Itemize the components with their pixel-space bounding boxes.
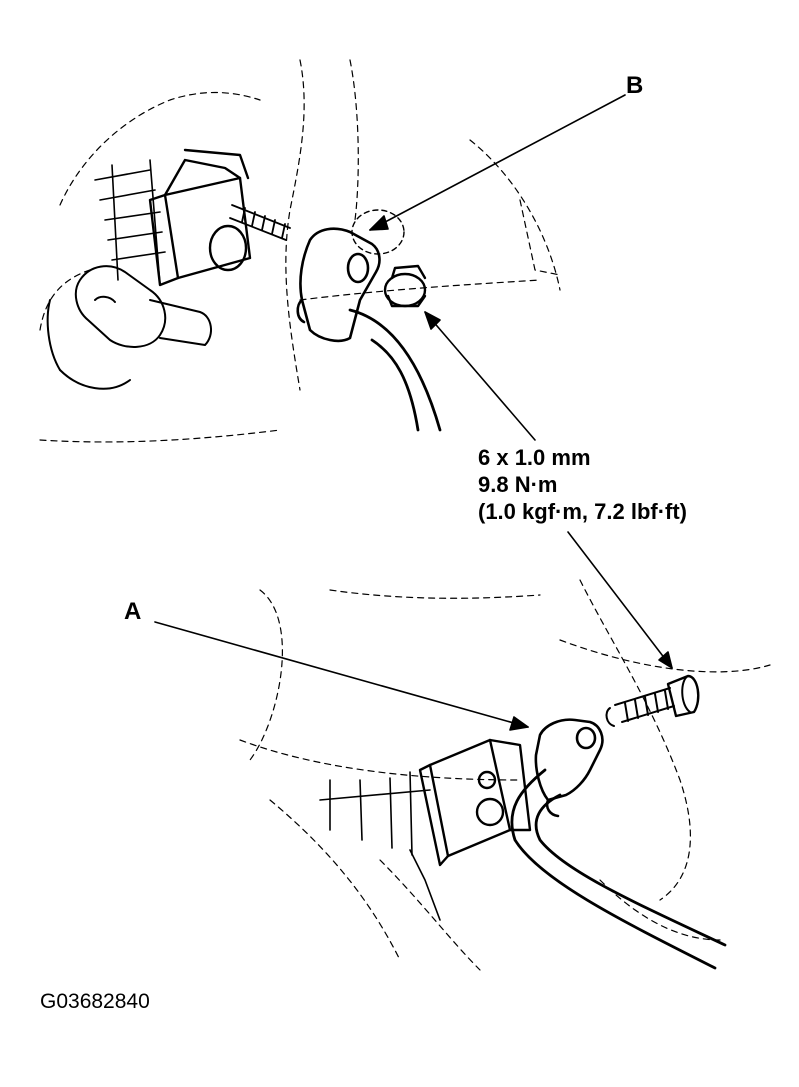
bottom-hatch [319, 771, 441, 921]
bottom-bracket-a [534, 718, 604, 818]
fastener-torque-alt: (1.0 kgf·m, 7.2 lbf·ft) [478, 499, 688, 524]
leader-b [369, 94, 626, 231]
leader-a [154, 621, 529, 731]
figure-code: G03682840 [40, 990, 150, 1013]
top-bushing [351, 209, 405, 255]
top-stabilizer-bar [348, 308, 442, 432]
top-background-outline [39, 59, 561, 443]
spec-leaders [424, 311, 673, 669]
top-stud-bolt [229, 204, 291, 241]
callout-label-a: A [124, 598, 142, 625]
callout-label-b: B [626, 72, 644, 99]
bottom-flange-bolt [605, 674, 700, 727]
bottom-view [154, 579, 771, 971]
top-hatch [94, 159, 166, 286]
bottom-background-outline [239, 579, 771, 971]
fastener-torque-nm: 9.8 N·m [478, 472, 558, 497]
top-bracket-b [296, 227, 381, 343]
bottom-mount-block [418, 738, 532, 867]
top-view [39, 59, 626, 443]
top-mount-block [148, 148, 252, 287]
top-flange-nut [383, 264, 427, 308]
fastener-size: 6 x 1.0 mm [478, 445, 591, 470]
fastener-spec-block: 6 x 1.0 mm 9.8 N·m (1.0 kgf·m, 7.2 lbf·f… [478, 444, 687, 525]
bottom-stabilizer-bar [510, 768, 727, 970]
top-connector-cluster [46, 265, 212, 390]
